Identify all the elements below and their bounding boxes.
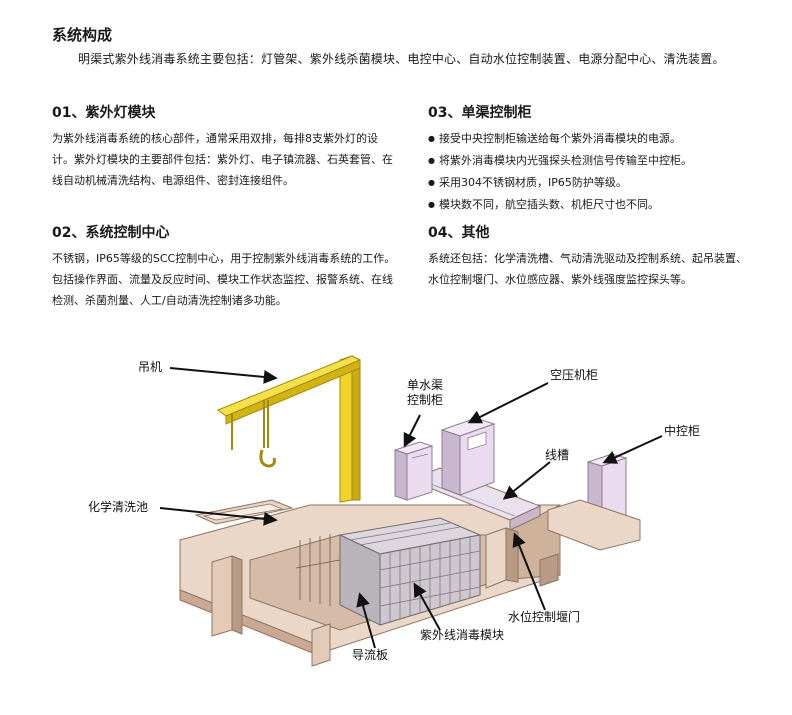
single-channel-cabinet xyxy=(393,441,434,501)
label-single-cabinet-line1: 单水渠 xyxy=(407,378,444,392)
section-others: 04、其他 系统还包括：化学清洗槽、气动清洗驱动及控制系统、起吊装置、 水位控制… xyxy=(428,222,768,290)
section-uv-lamp-module: 01、紫外灯模块 为紫外线消毒系统的核心部件，通常采用双排，每排8支紫外灯的设 … xyxy=(52,102,402,191)
page-title: 系统构成 xyxy=(52,26,113,44)
section-heading: 02、系统控制中心 xyxy=(52,225,170,241)
bullet-item: 采用304不锈钢材质，IP65防护等级。 xyxy=(428,172,768,194)
weir-gate xyxy=(485,527,519,589)
label-chem-tank: 化学清洗池 xyxy=(88,500,149,514)
label-uv-module: 紫外线消毒模块 xyxy=(420,628,505,642)
section-heading: 04、其他 xyxy=(428,225,490,241)
central-control-cabinet xyxy=(547,453,641,551)
section-line: 包括操作界面、流量及反应时间、模块工作状态监控、报警系统、在线 xyxy=(52,273,393,286)
label-weir-gate: 水位控制堰门 xyxy=(508,610,581,624)
label-air-compressor: 空压机柜 xyxy=(550,368,599,382)
crane xyxy=(216,355,362,503)
section-line: 水位控制堰门、水位感应器、紫外线强度监控探头等。 xyxy=(428,273,692,286)
section-heading: 01、紫外灯模块 xyxy=(52,105,156,121)
chemical-cleaning-tank xyxy=(194,499,294,525)
section-line: 检测、杀菌剂量、人工/自动清洗控制诸多功能。 xyxy=(52,294,287,307)
section-line: 计。紫外灯模块的主要部件包括：紫外灯、电子镇流器、石英套管、在 xyxy=(52,153,393,166)
bullet-item: 接受中央控制柜输送给每个紫外消毒模块的电源。 xyxy=(428,128,768,150)
section-heading: 03、单渠控制柜 xyxy=(428,105,532,121)
section-single-channel-cabinet: 03、单渠控制柜 接受中央控制柜输送给每个紫外消毒模块的电源。 将紫外消毒模块内… xyxy=(428,102,768,216)
section-line: 线自动机械清洗结构、电源组件、密封连接组件。 xyxy=(52,174,294,187)
label-crane: 吊机 xyxy=(138,360,163,374)
intro-text: 明渠式紫外线消毒系统主要包括：灯管架、紫外线杀菌模块、电控中心、自动水位控制装置… xyxy=(78,52,725,66)
system-diagram: 吊机 单水渠 控制柜 空压机柜 中控柜 线槽 化学清洗池 水位控制堰门 紫外线消… xyxy=(0,330,792,711)
callout-arrows xyxy=(159,367,663,649)
bullet-item: 模块数不同，航空插头数、机柜尺寸也不同。 xyxy=(428,194,768,216)
system-illustration xyxy=(159,355,663,667)
air-compressor-cabinet xyxy=(440,417,496,496)
section-control-center: 02、系统控制中心 不锈钢，IP65等级的SCC控制中心，用于控制紫外线消毒系统… xyxy=(52,222,402,311)
bullet-item: 将紫外消毒模块内光强探头检测信号传输至中控柜。 xyxy=(428,150,768,172)
section-line: 为紫外线消毒系统的核心部件，通常采用双排，每排8支紫外灯的设 xyxy=(52,132,378,145)
section-line: 不锈钢，IP65等级的SCC控制中心，用于控制紫外线消毒系统的工作。 xyxy=(52,252,396,265)
label-baffle: 导流板 xyxy=(352,648,389,662)
section-line: 系统还包括：化学清洗槽、气动清洗驱动及控制系统、起吊装置、 xyxy=(428,252,747,265)
uv-module-rack xyxy=(295,517,482,626)
label-central-cabinet: 中控柜 xyxy=(664,424,701,438)
label-cable-trough: 线槽 xyxy=(545,448,570,462)
label-single-cabinet-line2: 控制柜 xyxy=(407,393,444,407)
